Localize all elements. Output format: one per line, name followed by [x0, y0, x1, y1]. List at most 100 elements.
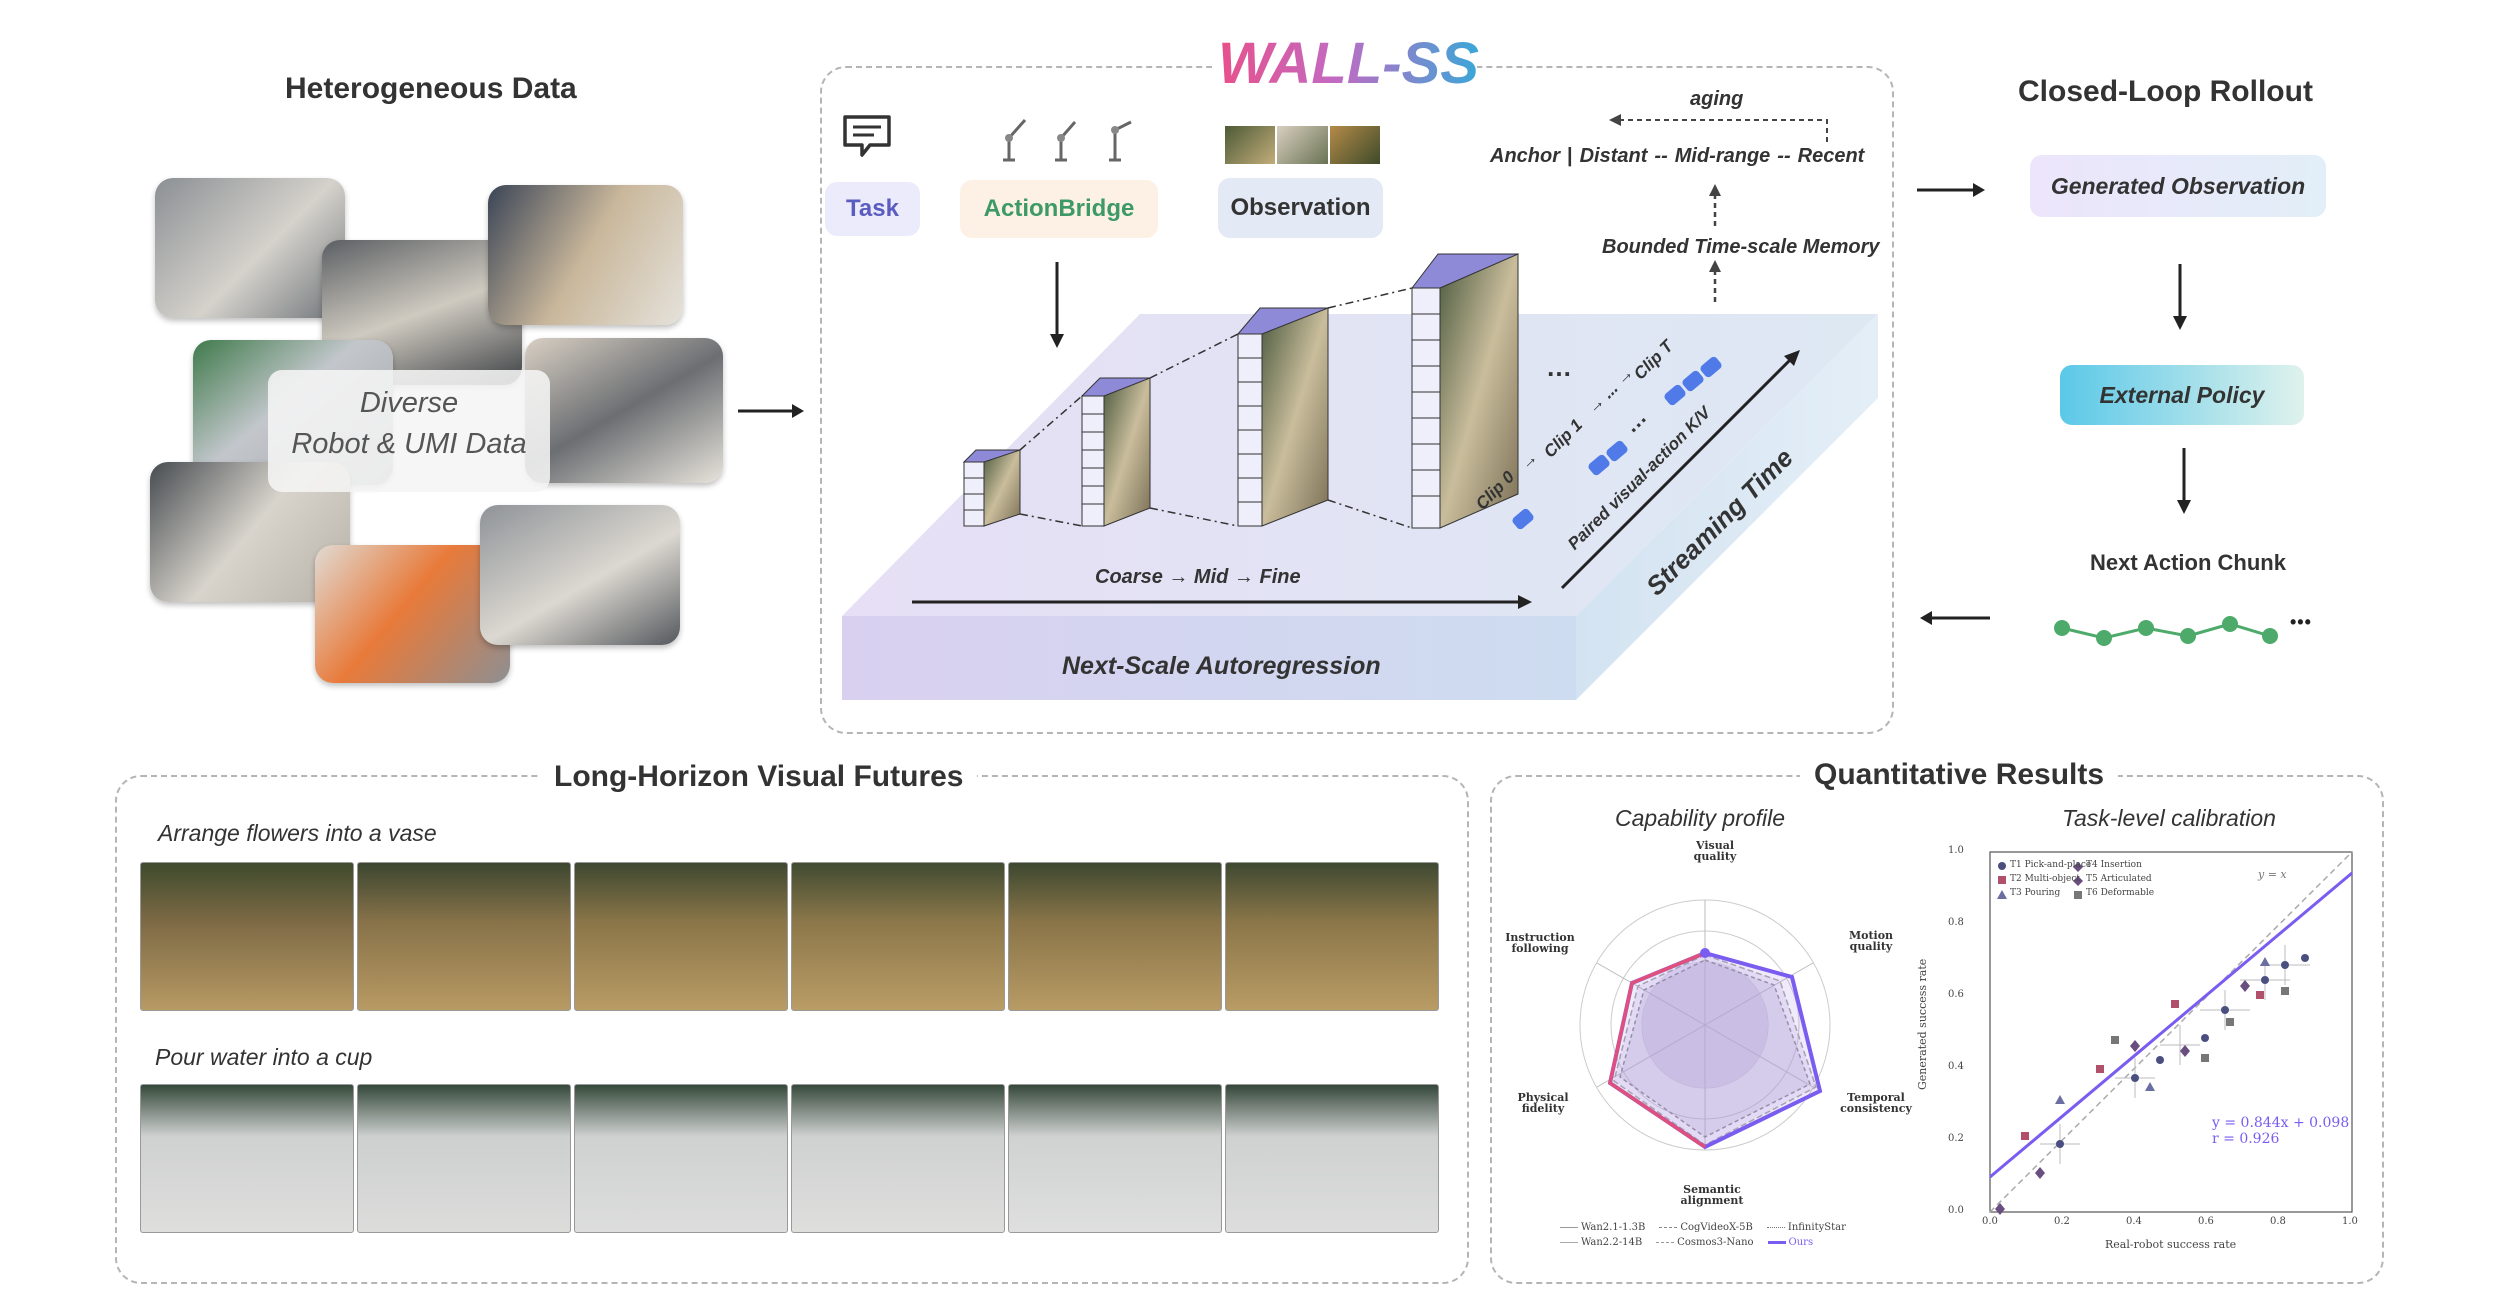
- arrow-gen-to-policy: [2173, 264, 2187, 330]
- aging-arrow: [1609, 114, 1828, 142]
- distant-label: Distant: [1579, 145, 1648, 167]
- fit-equation: y = 0.844x + 0.098: [2212, 1115, 2350, 1131]
- scatter-legend: T1 Pick-and-place T2 Multi-object T3 Pou…: [2010, 858, 2091, 900]
- flower-frame: [1225, 862, 1439, 1011]
- radar-title: Capability profile: [1615, 805, 1786, 831]
- radar-axis-instruction: Instruction following: [1500, 932, 1580, 954]
- chat-icon: [843, 115, 891, 157]
- radar-axis-label: Visual: [1695, 839, 1735, 852]
- radar-axis-label: alignment: [1680, 1194, 1744, 1207]
- legend-item: T3 Pouring: [2010, 888, 2061, 898]
- clip-token-pairs: [1512, 356, 1722, 530]
- robot-photo-3: [488, 185, 683, 325]
- flower-frame: [574, 862, 788, 1011]
- legend-item: T6 Deformable: [2086, 888, 2155, 898]
- memory-up-arrow-2: [1709, 260, 1721, 302]
- robot-photo-8: [480, 505, 680, 645]
- legend-item: T4 Insertion: [2086, 860, 2142, 870]
- quantitative-title: Quantitative Results: [1800, 758, 2119, 792]
- calibration-scatter: [1989, 851, 2353, 1215]
- radar-axis-label: Semantic: [1683, 1183, 1741, 1196]
- memory-separator: |: [1567, 145, 1573, 167]
- scale-token-stacks: [962, 253, 1520, 529]
- flower-frame: [357, 862, 571, 1011]
- robot-photo-1: [155, 178, 345, 318]
- radar-axis-visual: Visual quality: [1680, 840, 1750, 862]
- robot-photo-5: [525, 338, 723, 483]
- pour-frame: [1008, 1084, 1222, 1233]
- legend-item: Ours: [1767, 1237, 1813, 1248]
- external-policy-pill: External Policy: [2060, 365, 2304, 425]
- mid-range-label: Mid-range: [1674, 145, 1771, 167]
- radar-axis-label: following: [1511, 942, 1569, 955]
- coarse-mid-fine-label: Coarse → Mid → Fine: [1095, 566, 1301, 588]
- x-tick: 0.2: [2054, 1216, 2070, 1227]
- arrow-data-to-model: [738, 404, 804, 418]
- radar-axis-label: Motion: [1848, 929, 1894, 942]
- x-tick: 1.0: [2342, 1216, 2358, 1227]
- legend-item: T2 Multi-object: [2010, 874, 2080, 884]
- row2-label: Pour water into a cup: [155, 1044, 373, 1070]
- radar-axis-semantic: Semantic alignment: [1672, 1184, 1752, 1206]
- y-tick: 0.8: [1948, 917, 1964, 928]
- x-tick: 0.4: [2126, 1216, 2142, 1227]
- capability-radar: [1579, 899, 1831, 1151]
- legend-item: T5 Articulated: [2086, 874, 2152, 884]
- arrow-policy-to-action: [2177, 448, 2191, 514]
- pour-frame: [357, 1084, 571, 1233]
- scatter-x-label: Real-robot success rate: [2105, 1238, 2237, 1251]
- collage-overlay-line2: Robot & UMI Data: [291, 428, 527, 460]
- legend-item: InfinityStar: [1766, 1222, 1846, 1233]
- radar-axis-label: quality: [1849, 940, 1893, 953]
- memory-tiers: Anchor | Distant -- Mid-range -- Recent: [1490, 145, 1864, 168]
- memory-dash-1: --: [1654, 145, 1668, 167]
- heterogeneous-data-title: Heterogeneous Data: [285, 72, 577, 105]
- next-action-chunk-label: Next Action Chunk: [2090, 550, 2286, 575]
- radar-legend: Wan2.1-1.3B CogVideoX-5B InfinityStar Wa…: [1560, 1222, 1880, 1248]
- radar-axis-label: Temporal: [1847, 1091, 1905, 1104]
- pour-frame: [140, 1084, 354, 1233]
- radar-axis-label: consistency: [1840, 1102, 1912, 1115]
- closed-loop-title: Closed-Loop Rollout: [2018, 75, 2313, 108]
- arrow-model-to-rollout: [1917, 183, 1985, 197]
- flower-frame: [140, 862, 354, 1011]
- task-pill: Task: [825, 182, 920, 236]
- observation-pill: Observation: [1218, 178, 1383, 238]
- y-tick: 0.0: [1948, 1205, 1964, 1216]
- x-tick: 0.8: [2270, 1216, 2286, 1227]
- y-tick: 0.6: [1948, 989, 1964, 1000]
- recent-label: Recent: [1797, 145, 1865, 167]
- radar-axis-temporal: Temporal consistency: [1836, 1092, 1916, 1114]
- radar-axis-label: Instruction: [1505, 931, 1575, 944]
- next-scale-label: Next-Scale Autoregression: [1062, 652, 1381, 680]
- collage-overlay-line1: Diverse: [359, 387, 459, 419]
- anchor-label: Anchor: [1490, 145, 1560, 167]
- visual-futures-title: Long-Horizon Visual Futures: [540, 760, 978, 794]
- arrow-action-back: [1920, 611, 1990, 625]
- wall-ss-title: WALL-SS: [1218, 31, 1479, 96]
- scatter-legend-right: T4 Insertion T5 Articulated T6 Deformabl…: [2086, 858, 2154, 900]
- flower-frame: [791, 862, 1005, 1011]
- y-tick: 0.2: [1948, 1133, 1964, 1144]
- memory-up-arrow-1: [1709, 184, 1721, 226]
- clip-ellipsis-top: …: [1546, 352, 1572, 382]
- scatter-y-label: Generated success rate: [1916, 958, 1929, 1090]
- y-tick: 1.0: [1948, 845, 1964, 856]
- arrow-inputs-down: [1050, 262, 1064, 348]
- radar-axis-motion: Motion quality: [1836, 930, 1906, 952]
- flower-frame: [1008, 862, 1222, 1011]
- bounded-memory-label: Bounded Time-scale Memory: [1602, 236, 1880, 258]
- pour-frame: [791, 1084, 1005, 1233]
- observation-thumbnails: [1225, 126, 1380, 164]
- robot-arm-icon: [1003, 119, 1132, 162]
- aging-label: aging: [1690, 88, 1744, 110]
- scatter-title: Task-level calibration: [2062, 805, 2276, 831]
- radar-axis-label: Physical: [1517, 1091, 1569, 1104]
- pour-frame: [574, 1084, 788, 1233]
- x-tick: 0.0: [1982, 1216, 1998, 1227]
- generated-observation-pill: Generated Observation: [2030, 155, 2326, 217]
- action-chunk-ellipsis: •••: [2290, 612, 2312, 632]
- wall-ss-title-bg: [1212, 40, 1477, 96]
- radar-axis-label: quality: [1693, 850, 1737, 863]
- legend-item: Wan2.2-14B: [1560, 1237, 1642, 1248]
